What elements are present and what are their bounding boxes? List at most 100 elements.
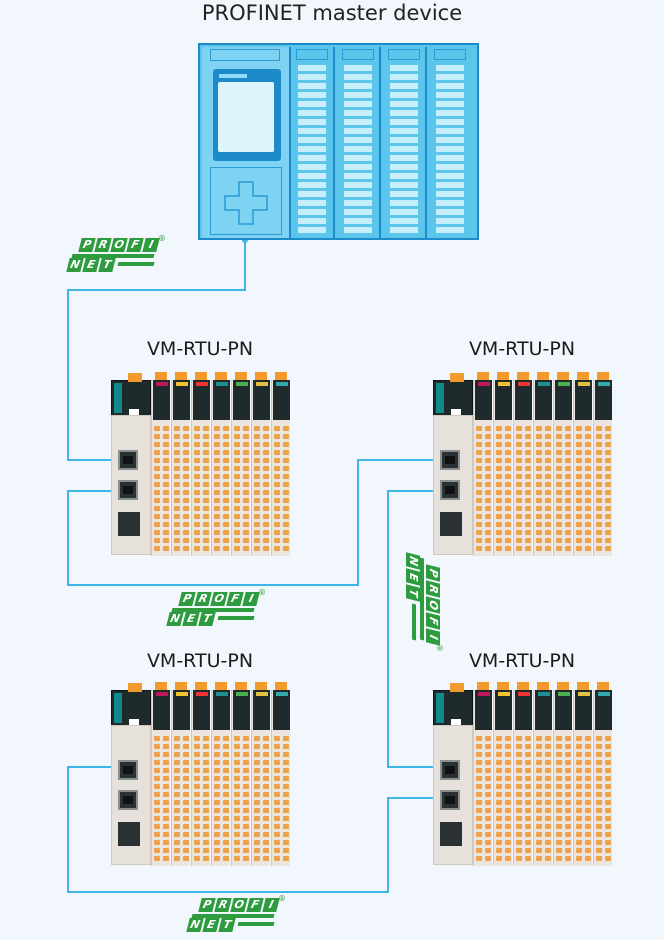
io-slot: [390, 119, 418, 125]
io-slot: [436, 227, 464, 233]
ethernet-port-1[interactable]: [440, 450, 460, 470]
rtu-device-4[interactable]: [430, 680, 616, 870]
io-slot: [390, 92, 418, 98]
io-slice: [251, 372, 270, 556]
io-slot: [298, 191, 326, 197]
device-title: VM-RTU-PN: [146, 338, 254, 360]
io-slot: [436, 155, 464, 161]
io-slot: [344, 200, 372, 206]
io-slot: [436, 200, 464, 206]
io-slot: [298, 128, 326, 134]
profinet-letter: E: [82, 258, 100, 272]
io-slot: [298, 74, 326, 80]
ethernet-port-1[interactable]: [118, 450, 138, 470]
io-slot: [390, 146, 418, 152]
qr-code-icon: [451, 409, 461, 419]
io-slot: [390, 200, 418, 206]
io-slice: [211, 682, 230, 866]
io-slot: [436, 191, 464, 197]
logo-stripe: [117, 262, 155, 266]
io-slot: [390, 155, 418, 161]
profinet-letter: R: [194, 592, 212, 606]
ethernet-port-2[interactable]: [118, 480, 138, 500]
io-slice: [171, 372, 190, 556]
ethernet-port-1[interactable]: [118, 760, 138, 780]
cable-rtu2-to-rtu4: [387, 490, 440, 768]
profinet-letter: P: [178, 592, 196, 606]
brand-stripe: [436, 383, 444, 413]
io-slot: [298, 119, 326, 125]
power-connector: [118, 512, 140, 536]
io-slot: [390, 83, 418, 89]
io-slice: [473, 682, 492, 866]
logo-stripe: [237, 922, 275, 926]
io-slot: [298, 155, 326, 161]
io-slot: [344, 146, 372, 152]
io-slot: [344, 83, 372, 89]
io-slot: [436, 74, 464, 80]
profinet-letter: N: [66, 258, 84, 272]
cable-rtu1-to-rtu2: [67, 459, 440, 586]
io-slot: [298, 137, 326, 143]
io-slice: [171, 682, 190, 866]
io-slice: [191, 372, 210, 556]
rtu-device-2[interactable]: [430, 370, 616, 560]
profinet-letter: N: [166, 612, 184, 626]
profinet-letter: R: [426, 580, 440, 598]
io-slot: [298, 164, 326, 170]
io-slot: [390, 218, 418, 224]
device-title: VM-RTU-PN: [468, 650, 576, 672]
dpad-icon: [224, 181, 268, 225]
brand-stripe: [114, 693, 122, 723]
qr-code-icon: [129, 409, 139, 419]
io-slice: [493, 372, 512, 556]
io-slot: [390, 65, 418, 71]
io-slot: [390, 110, 418, 116]
io-slice: [251, 682, 270, 866]
logo-stripe: [71, 254, 155, 258]
io-slot: [436, 218, 464, 224]
cpu-module: [202, 47, 291, 238]
ethernet-port-2[interactable]: [440, 790, 460, 810]
io-slot: [436, 92, 464, 98]
release-tab: [450, 683, 464, 692]
io-slot: [390, 137, 418, 143]
io-module-4: [429, 47, 473, 238]
registered-mark: ®: [158, 234, 166, 243]
rtu-device-3[interactable]: [108, 680, 294, 870]
io-slot: [298, 110, 326, 116]
io-slot: [344, 155, 372, 161]
io-slot: [390, 182, 418, 188]
io-slot: [344, 173, 372, 179]
io-slot: [344, 227, 372, 233]
io-slot: [298, 83, 326, 89]
ethernet-port-2[interactable]: [118, 790, 138, 810]
ethernet-port-2[interactable]: [440, 480, 460, 500]
profinet-letter: P: [426, 564, 440, 582]
profinet-letter: E: [406, 568, 420, 586]
cpu-display-frame: [213, 69, 281, 161]
profinet-letter: N: [186, 918, 204, 932]
profinet-letter: R: [94, 238, 112, 252]
io-slot: [390, 227, 418, 233]
profinet-master-device[interactable]: [198, 43, 479, 240]
logo-stripe: [171, 608, 255, 612]
io-slot: [344, 101, 372, 107]
cable-rtu4-to-rtu3: [67, 766, 440, 893]
rtu-device-1[interactable]: [108, 370, 294, 560]
io-slot: [344, 191, 372, 197]
device-title: VM-RTU-PN: [468, 338, 576, 360]
io-slot: [344, 65, 372, 71]
release-tab: [450, 373, 464, 382]
io-slice: [211, 372, 230, 556]
brand-stripe: [436, 693, 444, 723]
ethernet-port-1[interactable]: [440, 760, 460, 780]
io-slice: [553, 682, 572, 866]
io-module-3: [383, 47, 427, 238]
profinet-letter: O: [210, 592, 228, 606]
